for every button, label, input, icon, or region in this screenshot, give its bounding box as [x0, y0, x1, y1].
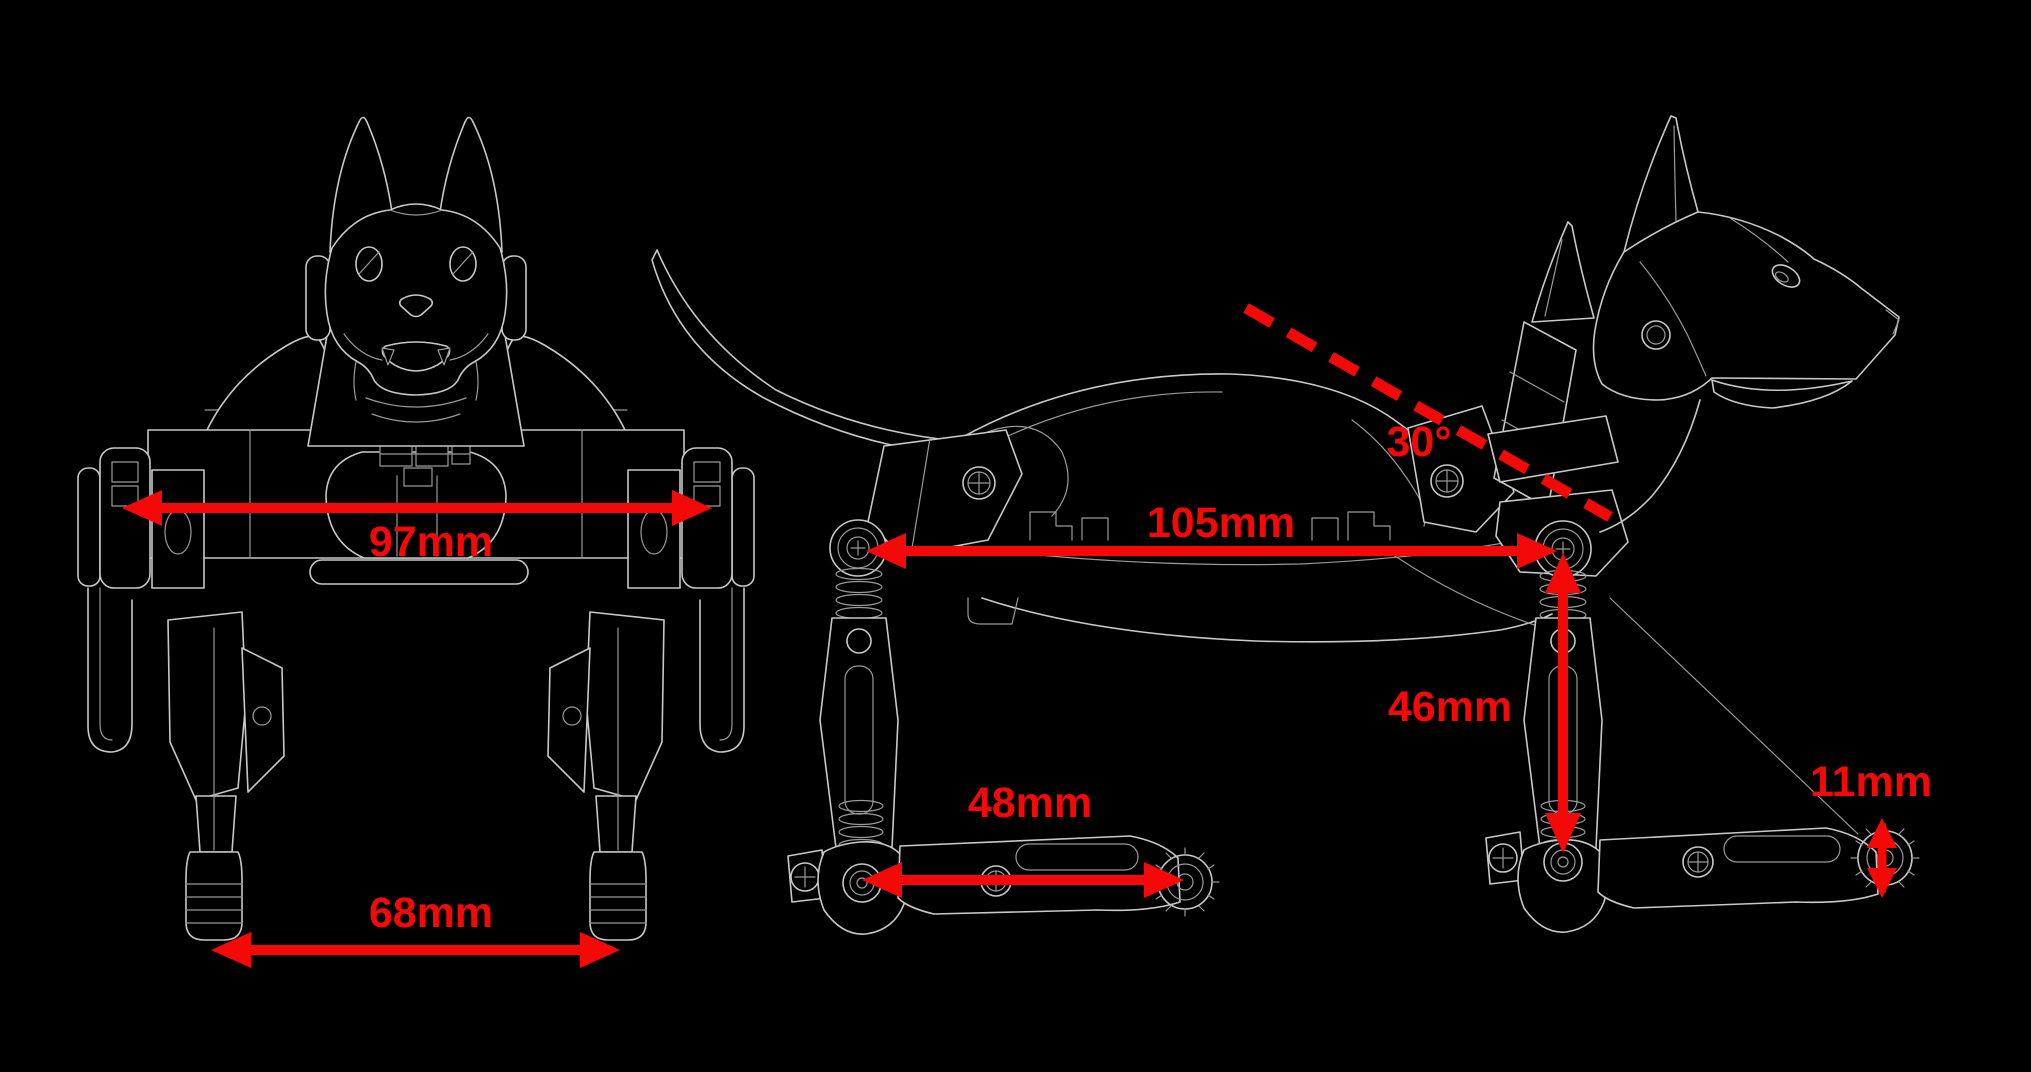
side-head	[1531, 115, 1900, 533]
side-front-leg	[1485, 569, 1920, 933]
front-right-hook-bracket	[699, 587, 745, 753]
arrowhead-right-icon	[580, 932, 620, 968]
arrowhead-right-icon	[672, 490, 712, 526]
front-right-knee-pod	[547, 647, 591, 793]
arrowhead-right-icon	[1144, 862, 1184, 898]
dimension-97mm: 97mm	[122, 490, 712, 566]
side-nose-facet	[1885, 309, 1900, 335]
dimension-annotations: 97mm 68mm 105mm 30° 46mm	[122, 303, 1932, 968]
arrowhead-down-icon	[1545, 813, 1581, 853]
front-right-shoulder-mount	[627, 447, 755, 589]
dimension-105mm: 105mm	[866, 499, 1557, 569]
side-front-tendon-line	[1609, 597, 1859, 835]
dimension-68mm: 68mm	[211, 889, 620, 968]
front-left-knee-pod	[241, 647, 285, 793]
side-chest-front-line	[1599, 399, 1701, 533]
side-rear-leg	[787, 519, 1220, 935]
side-scapula-plate	[1407, 405, 1515, 533]
arrowhead-up-icon	[1867, 818, 1897, 848]
side-rear-hip-bracket	[867, 429, 1023, 557]
front-right-ankle	[595, 795, 637, 853]
side-front-knee-housing	[1517, 838, 1609, 933]
front-right-fang	[437, 347, 451, 366]
dimension-label-upper-leg: 46mm	[1388, 683, 1512, 731]
front-left-leg	[87, 587, 285, 941]
dimension-label-head-angle: 30°	[1386, 418, 1451, 466]
front-right-foot	[589, 851, 647, 941]
side-eye	[1771, 264, 1801, 288]
front-left-hook-bracket	[87, 587, 133, 753]
head-angle-dashed-line	[1243, 303, 1613, 522]
side-tail	[651, 249, 959, 455]
front-right-leg	[547, 587, 745, 941]
dimension-11mm: 11mm	[1810, 758, 1932, 898]
front-right-eye	[449, 246, 477, 282]
front-left-fang	[381, 347, 395, 366]
dimension-label-body-length: 105mm	[1147, 499, 1295, 547]
front-left-foot	[185, 851, 243, 941]
front-belly-plate	[309, 559, 529, 585]
arrowhead-left-icon	[866, 533, 906, 569]
side-cheek-pivot	[1641, 320, 1671, 350]
dimension-label-stance-width: 68mm	[369, 889, 493, 937]
arrowhead-left-icon	[211, 932, 251, 968]
arrowhead-left-icon	[122, 490, 162, 526]
side-rear-ear	[1531, 221, 1595, 323]
front-nose	[398, 294, 434, 318]
side-front-lower-leg-arm	[1597, 827, 1879, 909]
side-view-robot-dog	[651, 115, 1920, 935]
front-left-eye	[355, 246, 383, 282]
side-battery-tab	[967, 597, 1019, 625]
front-left-ankle	[195, 795, 237, 853]
front-right-thigh	[585, 611, 665, 801]
dimension-label-shoulder-width: 97mm	[369, 518, 493, 566]
side-skull	[1592, 211, 1900, 401]
arrowhead-left-icon	[862, 862, 902, 898]
side-lower-jaw	[1711, 379, 1853, 409]
front-head	[305, 116, 527, 447]
side-belly-line	[981, 597, 1553, 643]
dimension-48mm: 48mm	[862, 779, 1184, 898]
dimension-46mm: 46mm	[1388, 553, 1581, 853]
arrowhead-up-icon	[1545, 553, 1581, 593]
dimension-label-wheel-foot: 11mm	[1810, 758, 1932, 806]
front-left-thigh	[167, 611, 247, 801]
front-mouth	[381, 341, 451, 372]
arrowhead-down-icon	[1867, 868, 1897, 898]
arrowhead-right-icon	[1517, 533, 1557, 569]
dimension-label-lower-leg: 48mm	[968, 779, 1092, 827]
dimension-30deg: 30°	[1243, 303, 1613, 522]
